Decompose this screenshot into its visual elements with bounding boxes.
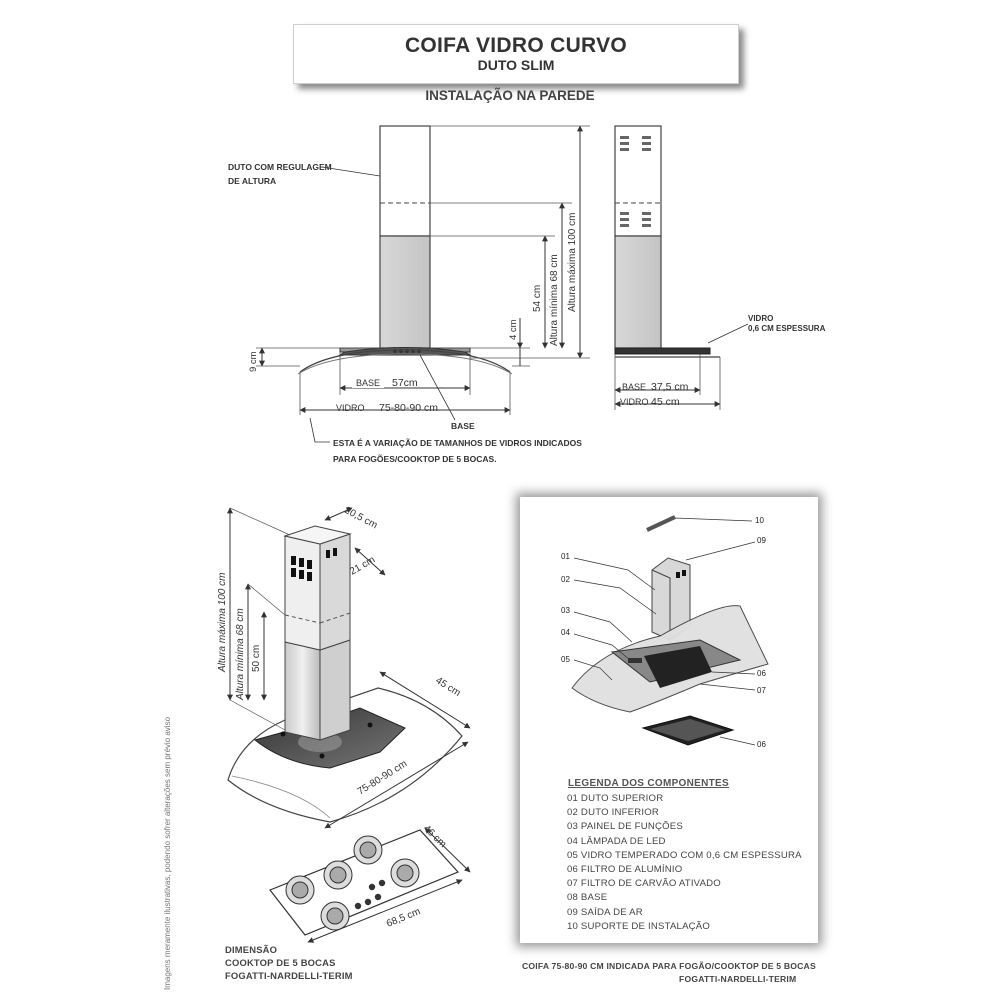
legend-item: 07 FILTRO DE CARVÃO ATIVADO: [567, 878, 721, 890]
glass-value: 75-80-90 cm: [379, 402, 438, 414]
callout-01: 01: [561, 552, 570, 561]
side-glass-label2: 0,6 CM ESPESSURA: [748, 324, 826, 333]
duct-label-line2: DE ALTURA: [228, 176, 276, 186]
front-view: [256, 125, 590, 443]
note-line1: ESTA É A VARIAÇÃO DE TAMANHOS DE VIDROS …: [333, 438, 582, 448]
iso-dim-50: 50 cm: [251, 645, 262, 672]
page-subtitle: DUTO SLIM: [477, 57, 555, 73]
components-caption-1: COIFA 75-80-90 CM INDICADA PARA FOGÃO/CO…: [522, 961, 816, 971]
dim-68: Altura mínima 68 cm: [549, 254, 560, 346]
callout-02: 02: [561, 575, 570, 584]
duct-label-line1: DUTO COM REGULAGEM: [228, 162, 332, 172]
disclaimer-text: Imagens meramente ilustrativas, podendo …: [163, 716, 172, 990]
dim-100: Altura máxima 100 cm: [567, 213, 578, 312]
legend-title: LEGENDA DOS COMPONENTES: [568, 778, 729, 789]
side-base-value: 37,5 cm: [651, 381, 689, 393]
legend-item: 02 DUTO INFERIOR: [567, 807, 660, 819]
cooktop-caption-1: DIMENSÃO: [225, 944, 278, 955]
callout-03: 03: [561, 606, 570, 615]
callout-05: 05: [561, 655, 570, 664]
legend-item: 08 BASE: [567, 892, 608, 904]
legend-item: 05 VIDRO TEMPERADO COM 0,6 CM ESPESSURA: [567, 849, 802, 861]
legend-item: 01 DUTO SUPERIOR: [567, 793, 664, 804]
page-title: COIFA VIDRO CURVO: [404, 34, 628, 57]
dim-4cm: 4 cm: [508, 319, 519, 340]
isometric-view: [227, 507, 471, 829]
side-glass-tag: VIDRO: [620, 397, 649, 407]
legend-item: 03 PAINEL DE FUNÇÕES: [567, 821, 683, 833]
callout-04: 04: [561, 628, 570, 637]
curved-glass: [299, 349, 511, 373]
legend-item: 10 SUPORTE DE INSTALAÇÃO: [567, 920, 711, 932]
lower-duct: [379, 235, 431, 349]
legend-item: 04 LÂMPADA DE LED: [567, 835, 666, 847]
dim-54cm: 54 cm: [532, 285, 543, 312]
components-caption-2: FOGATTI-NARDELLI-TERIM: [679, 974, 797, 984]
legend-item: 06 FILTRO DE ALUMÍNIO: [567, 864, 683, 876]
iso-dim-68: Altura mínima 68 cm: [235, 608, 246, 701]
legend-list: 01 DUTO SUPERIOR 02 DUTO INFERIOR 03 PAI…: [567, 792, 802, 934]
base-tag: BASE: [356, 378, 380, 388]
iso-dim-100: Altura máxima 100 cm: [217, 573, 228, 673]
note-line2: PARA FOGÕES/COOKTOP DE 5 BOCAS.: [333, 454, 497, 464]
cooktop-caption-2: COOKTOP DE 5 BOCAS: [225, 957, 336, 968]
side-glass-value: 45 cm: [651, 396, 680, 408]
base-value: 57cm: [392, 377, 418, 389]
callout-09: 09: [757, 536, 766, 545]
cooktop-drawing: [269, 827, 471, 943]
side-view: [614, 125, 749, 410]
side-base-tag: BASE: [622, 382, 646, 392]
legend-item: 09 SAÍDA DE AR: [567, 906, 643, 918]
callout-10: 10: [755, 516, 764, 525]
callout-07: 07: [757, 686, 766, 695]
callout-06b: 06: [757, 740, 766, 749]
callout-06: 06: [757, 669, 766, 678]
base-callout: BASE: [451, 421, 475, 431]
cooktop-caption-3: FOGATTI-NARDELLI-TERIM: [225, 970, 353, 981]
title-box: COIFA VIDRO CURVO DUTO SLIM: [293, 24, 739, 84]
section-heading: INSTALAÇÃO NA PAREDE: [425, 88, 595, 103]
dim-9cm: 9 cm: [248, 351, 259, 372]
side-glass-label1: VIDRO: [748, 314, 773, 323]
glass-tag: VIDRO: [336, 403, 365, 413]
air-vent-icon: [620, 136, 651, 227]
